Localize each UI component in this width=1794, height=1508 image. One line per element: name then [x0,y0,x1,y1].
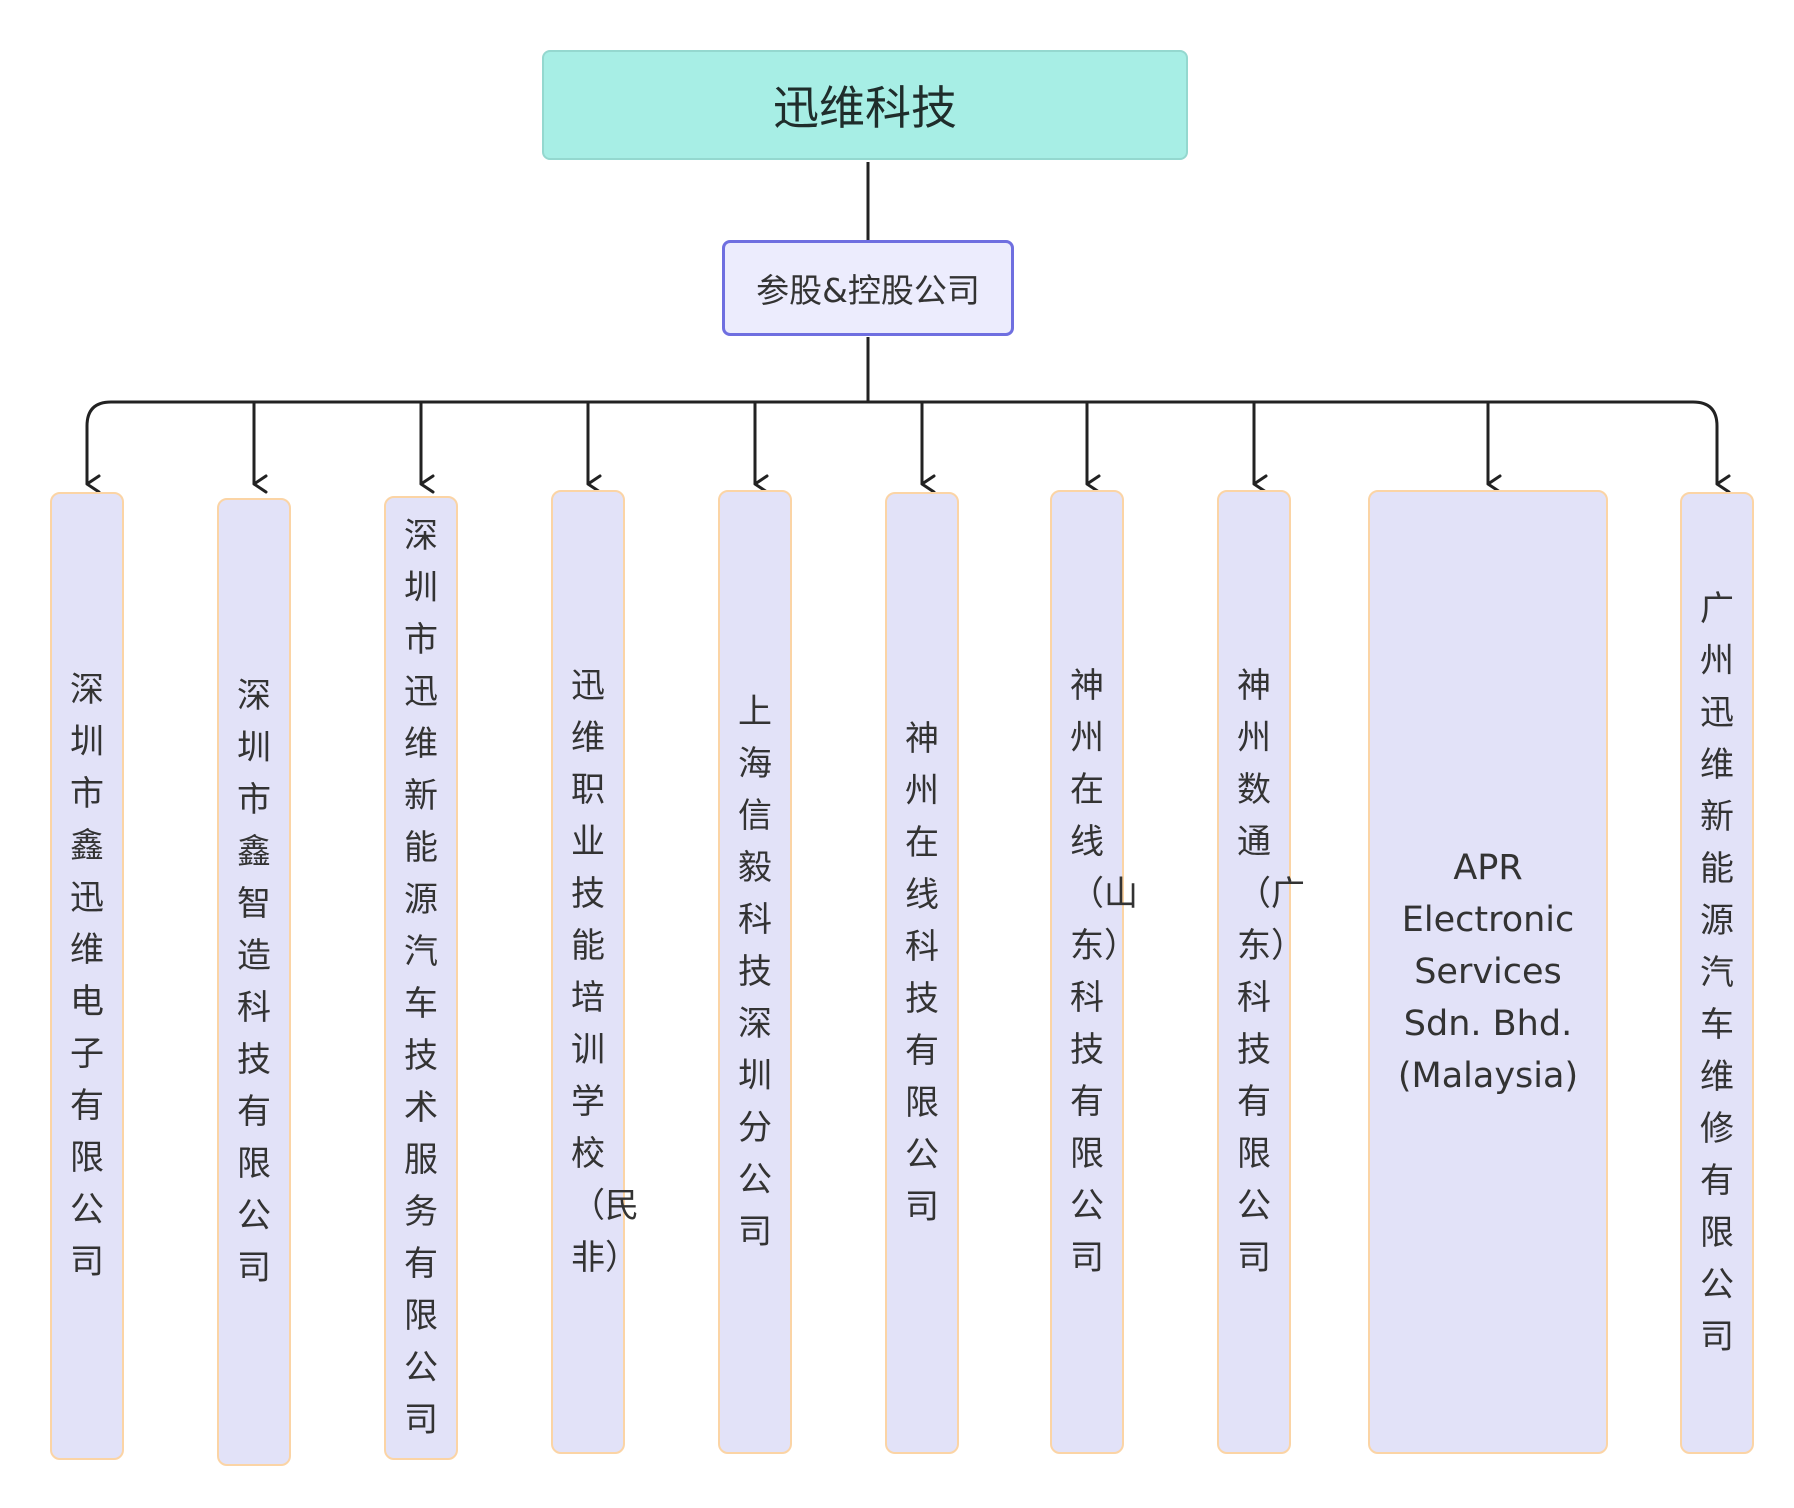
subsidiary-label: 神州数通（广东）科技有限公司 [1237,666,1305,1278]
subsidiary-label: 迅维职业技能培训学校（民非） [571,666,639,1278]
arrow-to-subsidiary-1 [85,400,112,494]
subsidiary-node-4: 迅维职业技能培训学校（民非） [551,490,639,1454]
subsidiary-label: 神州在线（山东）科技有限公司 [1070,666,1138,1278]
root-label: 迅维科技 [773,81,957,135]
subsidiary-node-3: 深圳市迅维新能源汽车技术服务有限公司 [384,496,458,1460]
subsidiary-label: 深圳市鑫迅维电子有限公司 [70,670,104,1282]
subsidiary-label: 广州迅维新能源汽车维修有限公司 [1700,589,1734,1357]
subsidiary-node-8: 神州数通（广东）科技有限公司 [1217,490,1305,1454]
subsidiary-label: 神州在线科技有限公司 [905,719,939,1227]
subsidiary-node-5: 上海信毅科技深圳分公司 [718,490,792,1454]
subsidiary-node-9: APR Electronic Services Sdn. Bhd. (Malay… [1368,490,1608,1454]
subsidiary-node-1: 深圳市鑫迅维电子有限公司 [50,492,124,1460]
subsidiary-node-7: 神州在线（山东）科技有限公司 [1050,490,1138,1454]
subsidiary-node-6: 神州在线科技有限公司 [885,492,959,1454]
holdings-group-node: 参股&控股公司 [722,240,1014,336]
subsidiary-label: APR Electronic Services Sdn. Bhd. (Malay… [1397,848,1579,1096]
subsidiary-node-2: 深圳市鑫智造科技有限公司 [217,498,291,1466]
arrow-to-subsidiary-10 [1692,400,1731,494]
subsidiary-label: 深圳市鑫智造科技有限公司 [237,676,271,1288]
root-node: 迅维科技 [542,50,1188,160]
subsidiary-label: 上海信毅科技深圳分公司 [738,692,772,1252]
group-label: 参股&控股公司 [756,271,980,310]
subsidiary-node-10: 广州迅维新能源汽车维修有限公司 [1680,492,1754,1454]
subsidiary-label: 深圳市迅维新能源汽车技术服务有限公司 [404,516,438,1440]
